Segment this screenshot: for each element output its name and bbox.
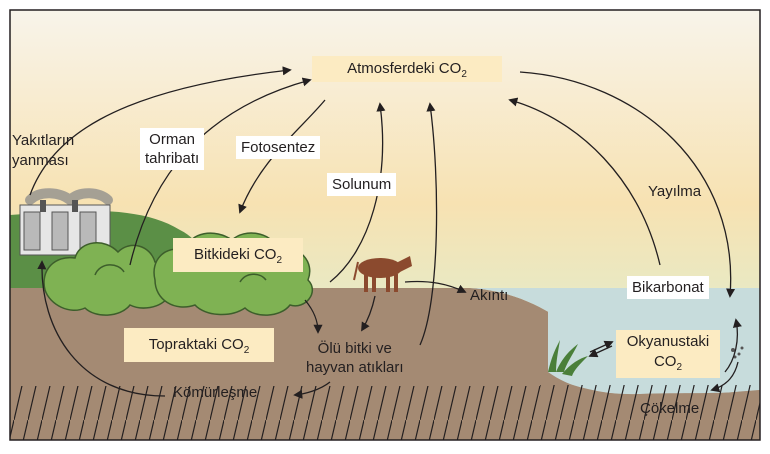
dead-matter-label: Ölü bitki ve hayvan atıkları — [306, 340, 404, 376]
arrow-dead-to-atmosphere — [419, 102, 438, 346]
soil-co2-label: Topraktaki CO2 — [124, 328, 274, 362]
plant-co2-sub: 2 — [276, 255, 283, 266]
arrow-runoff — [404, 280, 467, 294]
cow-icon — [353, 256, 412, 292]
arrow-dead-to-coal — [293, 381, 331, 399]
photosynthesis-label: Fotosentez — [236, 136, 321, 159]
arrow-cow-to-dead — [361, 295, 376, 332]
dead-matter-line2: hayvan atıkları — [306, 359, 404, 376]
plant-co2-text: Bitkideki CO — [193, 246, 277, 263]
deforestation-line2: tahribatı — [145, 150, 200, 167]
arrow-sediment-to-ocean — [724, 318, 742, 373]
soil-co2-text: Topraktaki CO — [148, 336, 244, 353]
hatch-layer — [10, 385, 760, 440]
atmosphere-co2-text: Atmosferdeki CO — [347, 60, 462, 77]
deforestation-label: Orman tahribatı — [140, 128, 205, 170]
ocean-co2-line1: Okyanustaki — [626, 333, 710, 350]
diffusion-label: Yayılma — [648, 183, 702, 200]
ocean-co2-text: CO — [653, 353, 677, 370]
respiration-label: Solunum — [327, 173, 397, 196]
bicarbonate-label: Bikarbonat — [627, 276, 709, 299]
soil-co2-sub: 2 — [243, 345, 250, 356]
fuel-burning-line1: Yakıtların — [12, 132, 75, 149]
arrow-ocean-to-atm — [508, 97, 661, 266]
factory-icon — [19, 188, 113, 256]
ocean-co2-sub: 2 — [676, 362, 683, 373]
arrow-atm-to-ocean — [519, 71, 736, 298]
arrow-plants-to-dead — [304, 299, 323, 334]
ocean-co2-line2: CO2 — [616, 352, 720, 374]
deforestation-line1: Orman — [149, 131, 196, 148]
plant-co2-label: Bitkideki CO2 — [173, 238, 303, 272]
arrow-fuel-to-atmosphere — [29, 66, 292, 196]
seagrass-icon — [548, 340, 588, 376]
sedimentation-label: Çökelme — [640, 400, 700, 417]
arrow-ocean-to-seagrass — [588, 345, 613, 358]
arrow-ocean-to-sediment — [710, 361, 739, 393]
arrow-respiration — [329, 102, 386, 283]
atmosphere-co2-label: Atmosferdeki CO2 — [312, 56, 502, 82]
plankton-icon — [731, 346, 744, 359]
ocean-co2-label: Okyanustaki CO2 — [616, 330, 720, 378]
fuel-burning-line2: yanması — [12, 152, 69, 169]
coalification-label: Kömürleşme — [173, 384, 258, 401]
dead-matter-line1: Ölü bitki ve — [317, 340, 392, 357]
arrow-coal-to-factory — [37, 260, 166, 397]
flow-arrows — [29, 66, 742, 399]
fuel-burning-label: Yakıtların yanması — [12, 132, 74, 169]
atmosphere-co2-sub: 2 — [461, 69, 467, 80]
runoff-label: Akıntı — [470, 287, 509, 304]
